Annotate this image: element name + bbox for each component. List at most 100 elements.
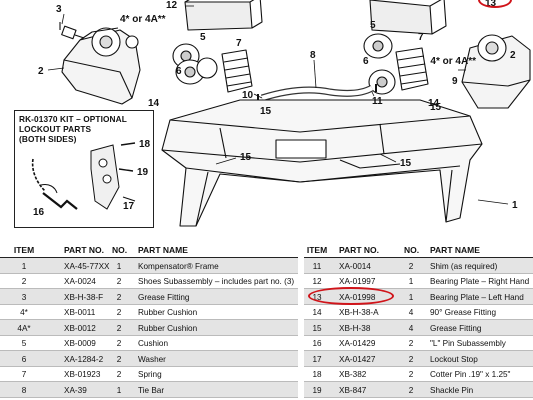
callout-15-b: 15 bbox=[430, 102, 442, 113]
cell-part-no: XB-H-38-A bbox=[339, 308, 379, 317]
header-item: ITEM bbox=[306, 245, 328, 255]
cell-part-no: XA-39 bbox=[64, 385, 87, 395]
kit-title: RK-01370 KIT – OPTIONAL LOCKOUT PARTS (B… bbox=[19, 114, 151, 144]
cell-part-name: Shim (as required) bbox=[430, 261, 498, 271]
kompensator-frame bbox=[161, 99, 483, 227]
cell-part-no: XA-01427 bbox=[339, 354, 376, 364]
cell-part-no: XB-847 bbox=[339, 385, 367, 395]
cell-part-name: Washer bbox=[138, 354, 166, 364]
cell-qty: 2 bbox=[408, 385, 414, 395]
cell-item: 5 bbox=[21, 339, 27, 348]
callout-4-or-4a-left: 4* or 4A** bbox=[120, 14, 166, 25]
cell-qty: 2 bbox=[116, 323, 122, 333]
cell-item: 15 bbox=[312, 323, 322, 333]
header-part-no: PART NO. bbox=[339, 245, 379, 255]
callout-5-right: 5 bbox=[370, 20, 376, 31]
header-item: ITEM bbox=[13, 245, 35, 255]
lockout-kit-drawing: 16 17 18 19 bbox=[31, 139, 151, 218]
callout-4-or-4a-right: 4* or 4A** bbox=[430, 56, 476, 67]
cell-part-no: XB-01923 bbox=[64, 370, 101, 379]
cell-item: 16 bbox=[312, 339, 322, 348]
cell-part-name: Tie Bar bbox=[138, 385, 165, 395]
cell-item: 8 bbox=[21, 385, 27, 395]
cell-qty: 2 bbox=[116, 339, 122, 348]
cell-qty: 4 bbox=[408, 323, 414, 333]
cell-part-name: Shackle Pin bbox=[430, 385, 474, 395]
cell-item: 4A* bbox=[17, 323, 31, 333]
cell-part-name: Kompensator® Frame bbox=[138, 261, 219, 271]
callout-7-left: 7 bbox=[236, 38, 242, 49]
callout-10: 10 bbox=[242, 90, 254, 101]
kit-title-line-1: RK-01370 KIT – OPTIONAL bbox=[19, 114, 127, 124]
cell-part-name: Spring bbox=[138, 370, 162, 379]
kit-title-line-2: LOCKOUT PARTS bbox=[19, 124, 92, 134]
cell-part-no: XA-1284-2 bbox=[64, 354, 104, 364]
cell-part-name: Cotter Pin .19" x 1.25" bbox=[430, 370, 511, 379]
cell-qty: 1 bbox=[116, 385, 122, 395]
cell-part-name: Shoes Subassembly – includes part no. (3… bbox=[138, 277, 295, 286]
callout-leaders bbox=[47, 5, 509, 205]
header-qty-no: NO. bbox=[404, 245, 420, 255]
cell-qty: 2 bbox=[116, 308, 122, 317]
callout-12: 12 bbox=[166, 0, 178, 11]
cell-qty: 1 bbox=[116, 261, 122, 271]
callout-6-right: 6 bbox=[363, 56, 369, 67]
cell-part-no: XB-H-38-F bbox=[64, 292, 104, 302]
kit-title-line-3: (BOTH SIDES) bbox=[19, 134, 77, 144]
callout-7-right: 7 bbox=[418, 32, 424, 43]
table-row: 5 XB-0009 2 Cushion bbox=[0, 336, 298, 351]
cell-part-no: XA-01997 bbox=[339, 277, 376, 286]
cell-qty: 2 bbox=[408, 339, 414, 348]
exploded-parts-diagram: 3 12 13 4* or 4A** 4* or 4A** 2 2 6 6 5 … bbox=[38, 0, 531, 227]
cell-part-name: Grease Fitting bbox=[138, 292, 190, 302]
cell-item: 4* bbox=[20, 308, 28, 317]
cell-part-name: Bearing Plate – Left Hand bbox=[430, 292, 524, 302]
table-header-right: ITEM PART NO. NO. PART NAME bbox=[304, 240, 533, 258]
callout-5-left: 5 bbox=[200, 32, 206, 43]
callout-14-right: 14 bbox=[428, 98, 440, 109]
right-shoe-assembly bbox=[461, 34, 531, 109]
table-row: 8 XA-39 1 Tie Bar bbox=[0, 382, 298, 398]
cell-qty: 1 bbox=[408, 292, 414, 302]
cell-item: 17 bbox=[312, 354, 322, 364]
cell-item: 3 bbox=[21, 292, 27, 302]
header-qty-no: NO. bbox=[112, 245, 128, 255]
callout-2-left: 2 bbox=[38, 66, 44, 77]
cell-item: 2 bbox=[21, 277, 27, 286]
cell-item: 14 bbox=[312, 308, 322, 317]
callout-6-left: 6 bbox=[176, 66, 182, 77]
cell-part-no: XB-382 bbox=[339, 370, 367, 379]
header-part-name: PART NAME bbox=[138, 245, 188, 255]
left-cushion-stack bbox=[172, 43, 253, 93]
right-cushion-stack bbox=[363, 33, 429, 95]
cell-part-name: Cushion bbox=[138, 339, 169, 348]
optional-lockout-kit-box: RK-01370 KIT – OPTIONAL LOCKOUT PARTS (B… bbox=[14, 110, 154, 228]
cell-part-no: XB-0009 bbox=[64, 339, 96, 348]
cell-qty: 2 bbox=[408, 261, 414, 271]
callout-15-c: 15 bbox=[240, 152, 252, 163]
header-part-name: PART NAME bbox=[430, 245, 480, 255]
cell-part-name: Lockout Stop bbox=[430, 354, 478, 364]
cell-part-no: XB-0011 bbox=[64, 308, 96, 317]
callout-2-right: 2 bbox=[510, 50, 516, 61]
cell-part-no: XA-45-77XX bbox=[64, 261, 110, 271]
tie-bar bbox=[257, 84, 377, 102]
kit-callout-16: 16 bbox=[33, 207, 45, 218]
callout-11: 11 bbox=[372, 96, 383, 107]
kit-callout-19: 19 bbox=[137, 167, 149, 178]
